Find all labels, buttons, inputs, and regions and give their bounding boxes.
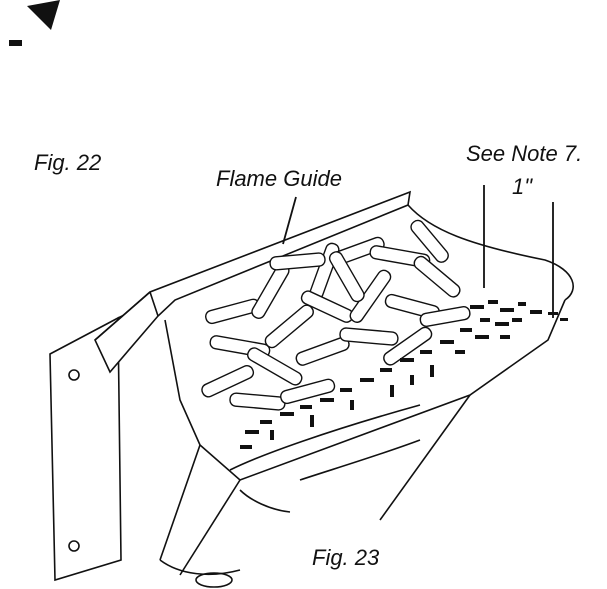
leader-lines [282,185,554,318]
see-note-label: See Note 7. [466,141,583,166]
figure-23-label: Fig. 23 [312,545,380,570]
figure-22-label: Fig. 22 [34,150,102,175]
plate-bolt-top [68,369,80,381]
arrow-marker-icon [9,0,60,46]
burn-pot-body [159,204,574,588]
plate-bolt-bottom [68,540,80,552]
flame-guide-panel [94,190,412,374]
flame-guide-leader [282,196,297,245]
pellets [201,219,471,411]
ash-port [195,572,233,588]
one-inch-label: 1" [512,174,533,199]
flame-guide-label: Flame Guide [216,166,342,191]
ash-particles [240,300,568,449]
